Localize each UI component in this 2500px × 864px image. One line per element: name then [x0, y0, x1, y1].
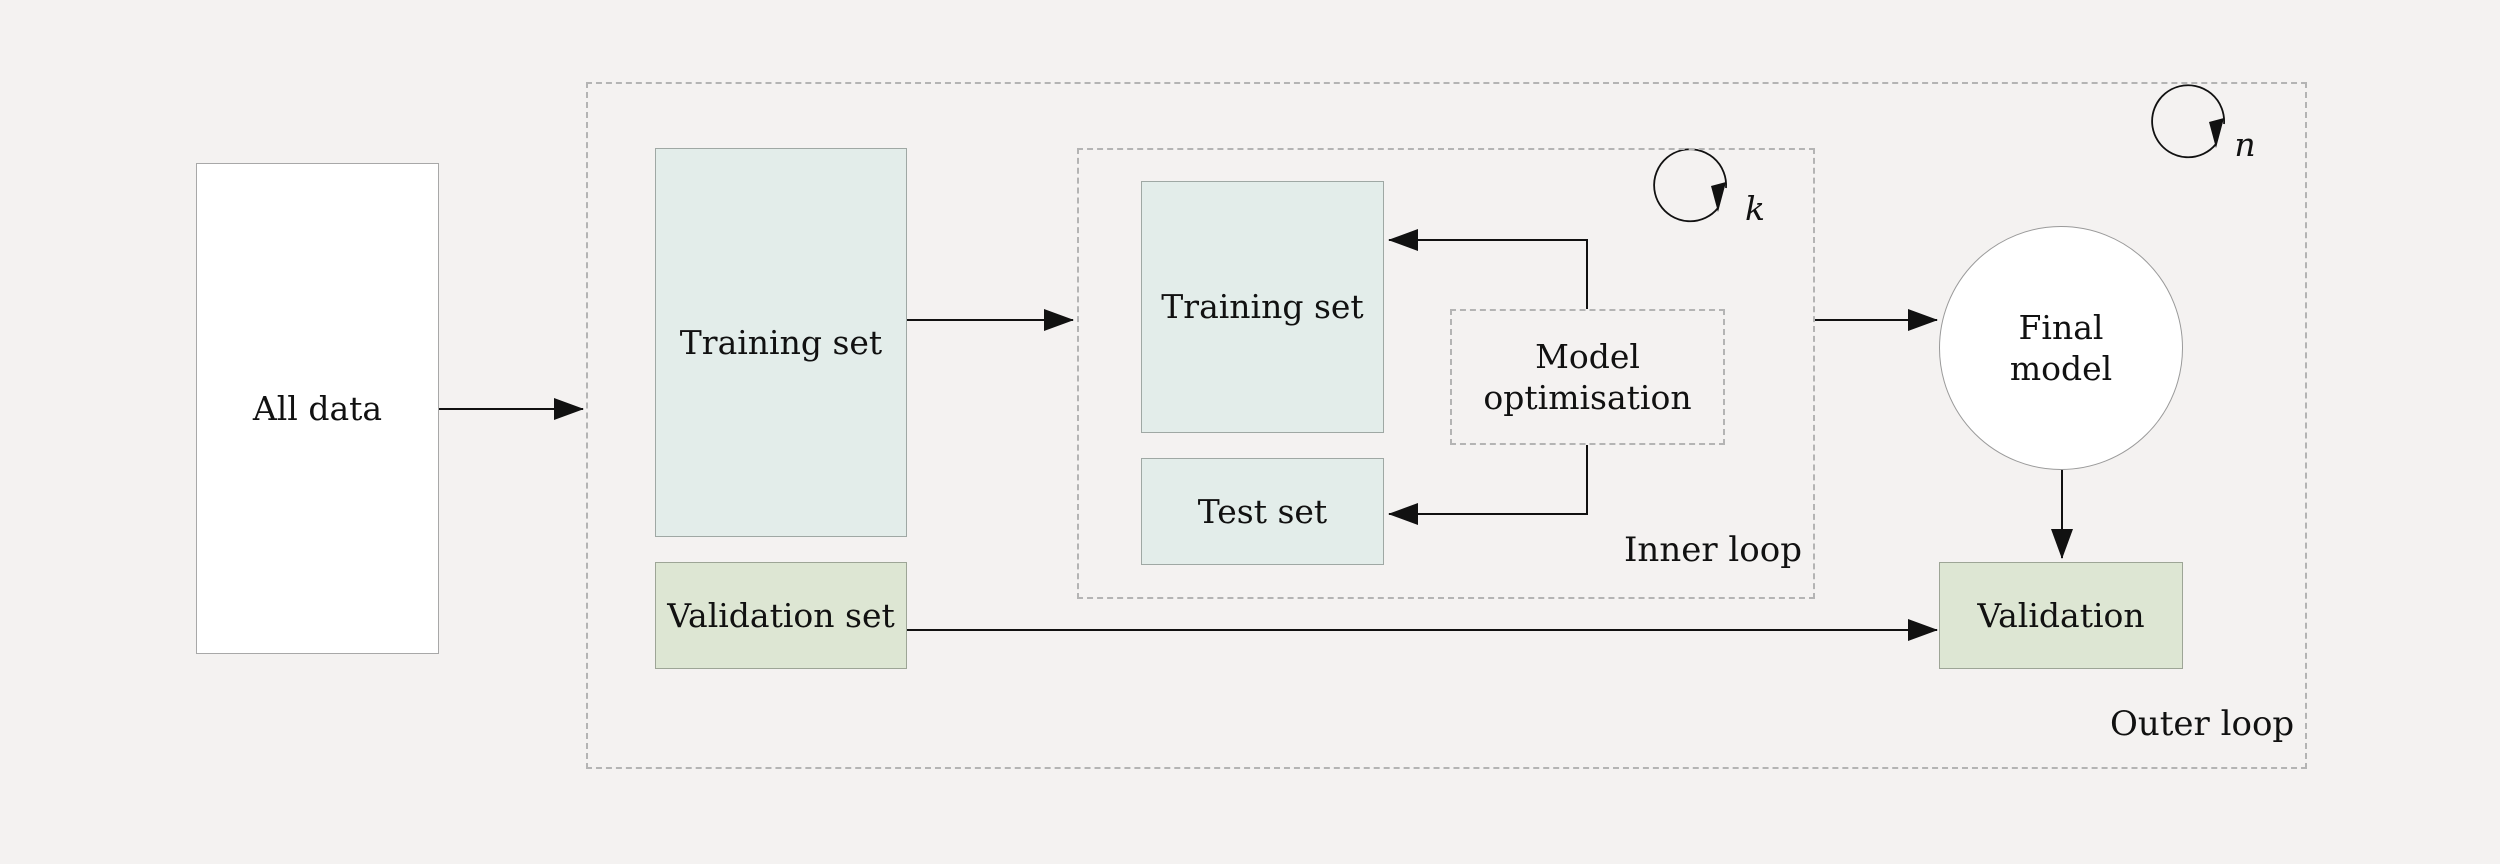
inner-loop-label: Inner loop [1624, 530, 1802, 570]
all-data-label: All data [252, 388, 383, 428]
model-optimisation-box: Model optimisation [1450, 309, 1725, 445]
arrow-optimisation-to-training-set [1388, 229, 1588, 309]
outer-training-set-box: Training set [655, 148, 907, 537]
validation-set-box: Validation set [655, 562, 907, 669]
outer-training-set-label: Training set [679, 322, 883, 362]
inner-training-set-label: Training set [1161, 287, 1364, 327]
validation-label: Validation [1977, 595, 2145, 635]
outer-loop-symbol: n [2234, 124, 2256, 164]
inner-training-set-box: Training set [1141, 181, 1384, 433]
final-model-label: Final model [2009, 307, 2113, 388]
outer-loop-container [586, 82, 2307, 769]
outer-loop-label: Outer loop [2110, 704, 2295, 744]
validation-set-label: Validation set [667, 595, 895, 635]
all-data-box: All data [196, 163, 439, 654]
test-set-box: Test set [1141, 458, 1384, 565]
outer-loop-cycle-icon [2151, 84, 2225, 159]
validation-box: Validation [1939, 562, 2183, 669]
final-model-node: Final model [1939, 226, 2183, 470]
inner-loop-cycle-icon [1653, 148, 1727, 223]
model-optimisation-label: Model optimisation [1483, 336, 1692, 417]
inner-loop-container [1077, 148, 1815, 599]
test-set-label: Test set [1197, 491, 1328, 531]
inner-loop-symbol: k [1745, 188, 1765, 228]
arrow-optimisation-to-test-set [1388, 445, 1588, 525]
